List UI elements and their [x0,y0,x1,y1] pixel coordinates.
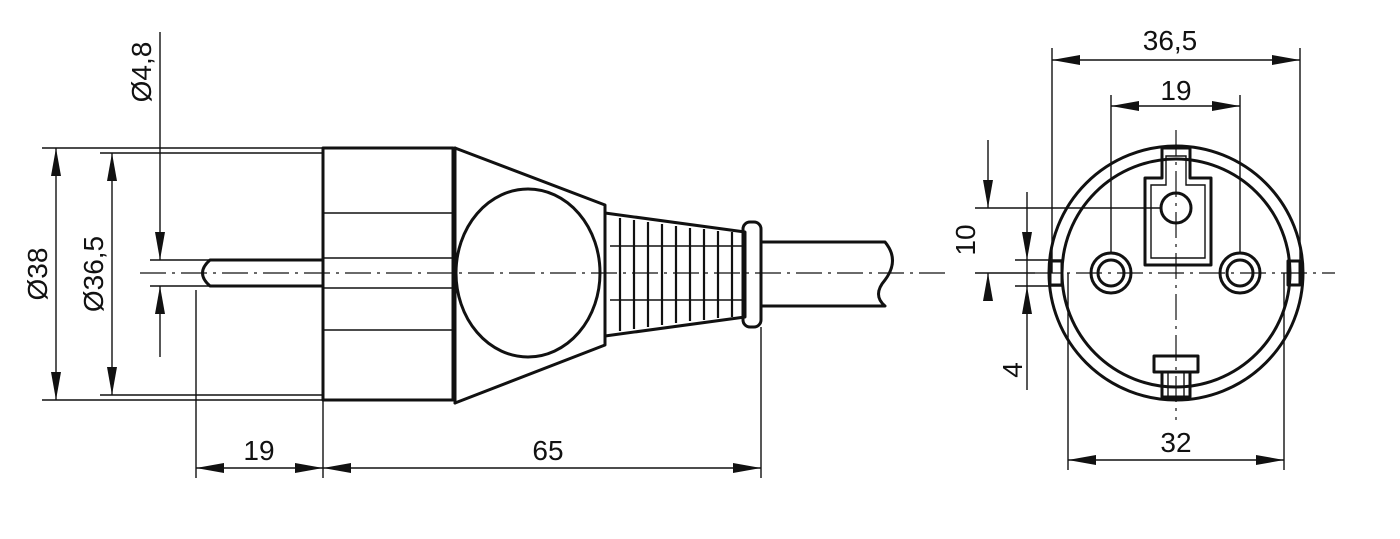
earth-contact-top [1143,146,1213,267]
label-inner-width: 32 [1160,427,1191,458]
plug-grip [453,146,607,405]
label-diameter-36-5: Ø36,5 [78,236,109,312]
label-contact-offset: 4 [997,362,1028,378]
dim-diameter-36-5: Ø36,5 [78,153,117,395]
front-view: 36,5 19 10 4 32 [950,25,1335,470]
dim-pin-spacing: 19 [1111,75,1240,111]
dim-pin-length: 19 [196,435,323,473]
label-outer-width: 36,5 [1143,25,1198,56]
dim-contact-height: 10 [950,140,993,301]
dim-body-length: 65 [323,435,761,473]
side-view: Ø38 Ø36,5 Ø4,8 19 65 [22,32,945,478]
label-diameter-4-8: Ø4,8 [126,42,157,103]
cable [759,240,894,308]
label-body-length: 65 [532,435,563,466]
strain-relief [603,211,747,338]
dim-diameter-38: Ø38 [22,148,61,400]
label-contact-height: 10 [950,224,981,255]
dim-contact-offset: 4 [997,192,1032,390]
dim-diameter-4-8: Ø4,8 [126,32,165,357]
strain-relief-collar [741,220,763,329]
label-pin-spacing: 19 [1160,75,1191,106]
strain-relief-ribs [610,218,742,331]
plug-body [321,146,455,402]
dim-outer-width: 36,5 [1052,25,1300,65]
label-pin-length: 19 [243,435,274,466]
label-diameter-38: Ø38 [22,248,53,301]
dim-inner-width: 32 [1068,427,1284,465]
